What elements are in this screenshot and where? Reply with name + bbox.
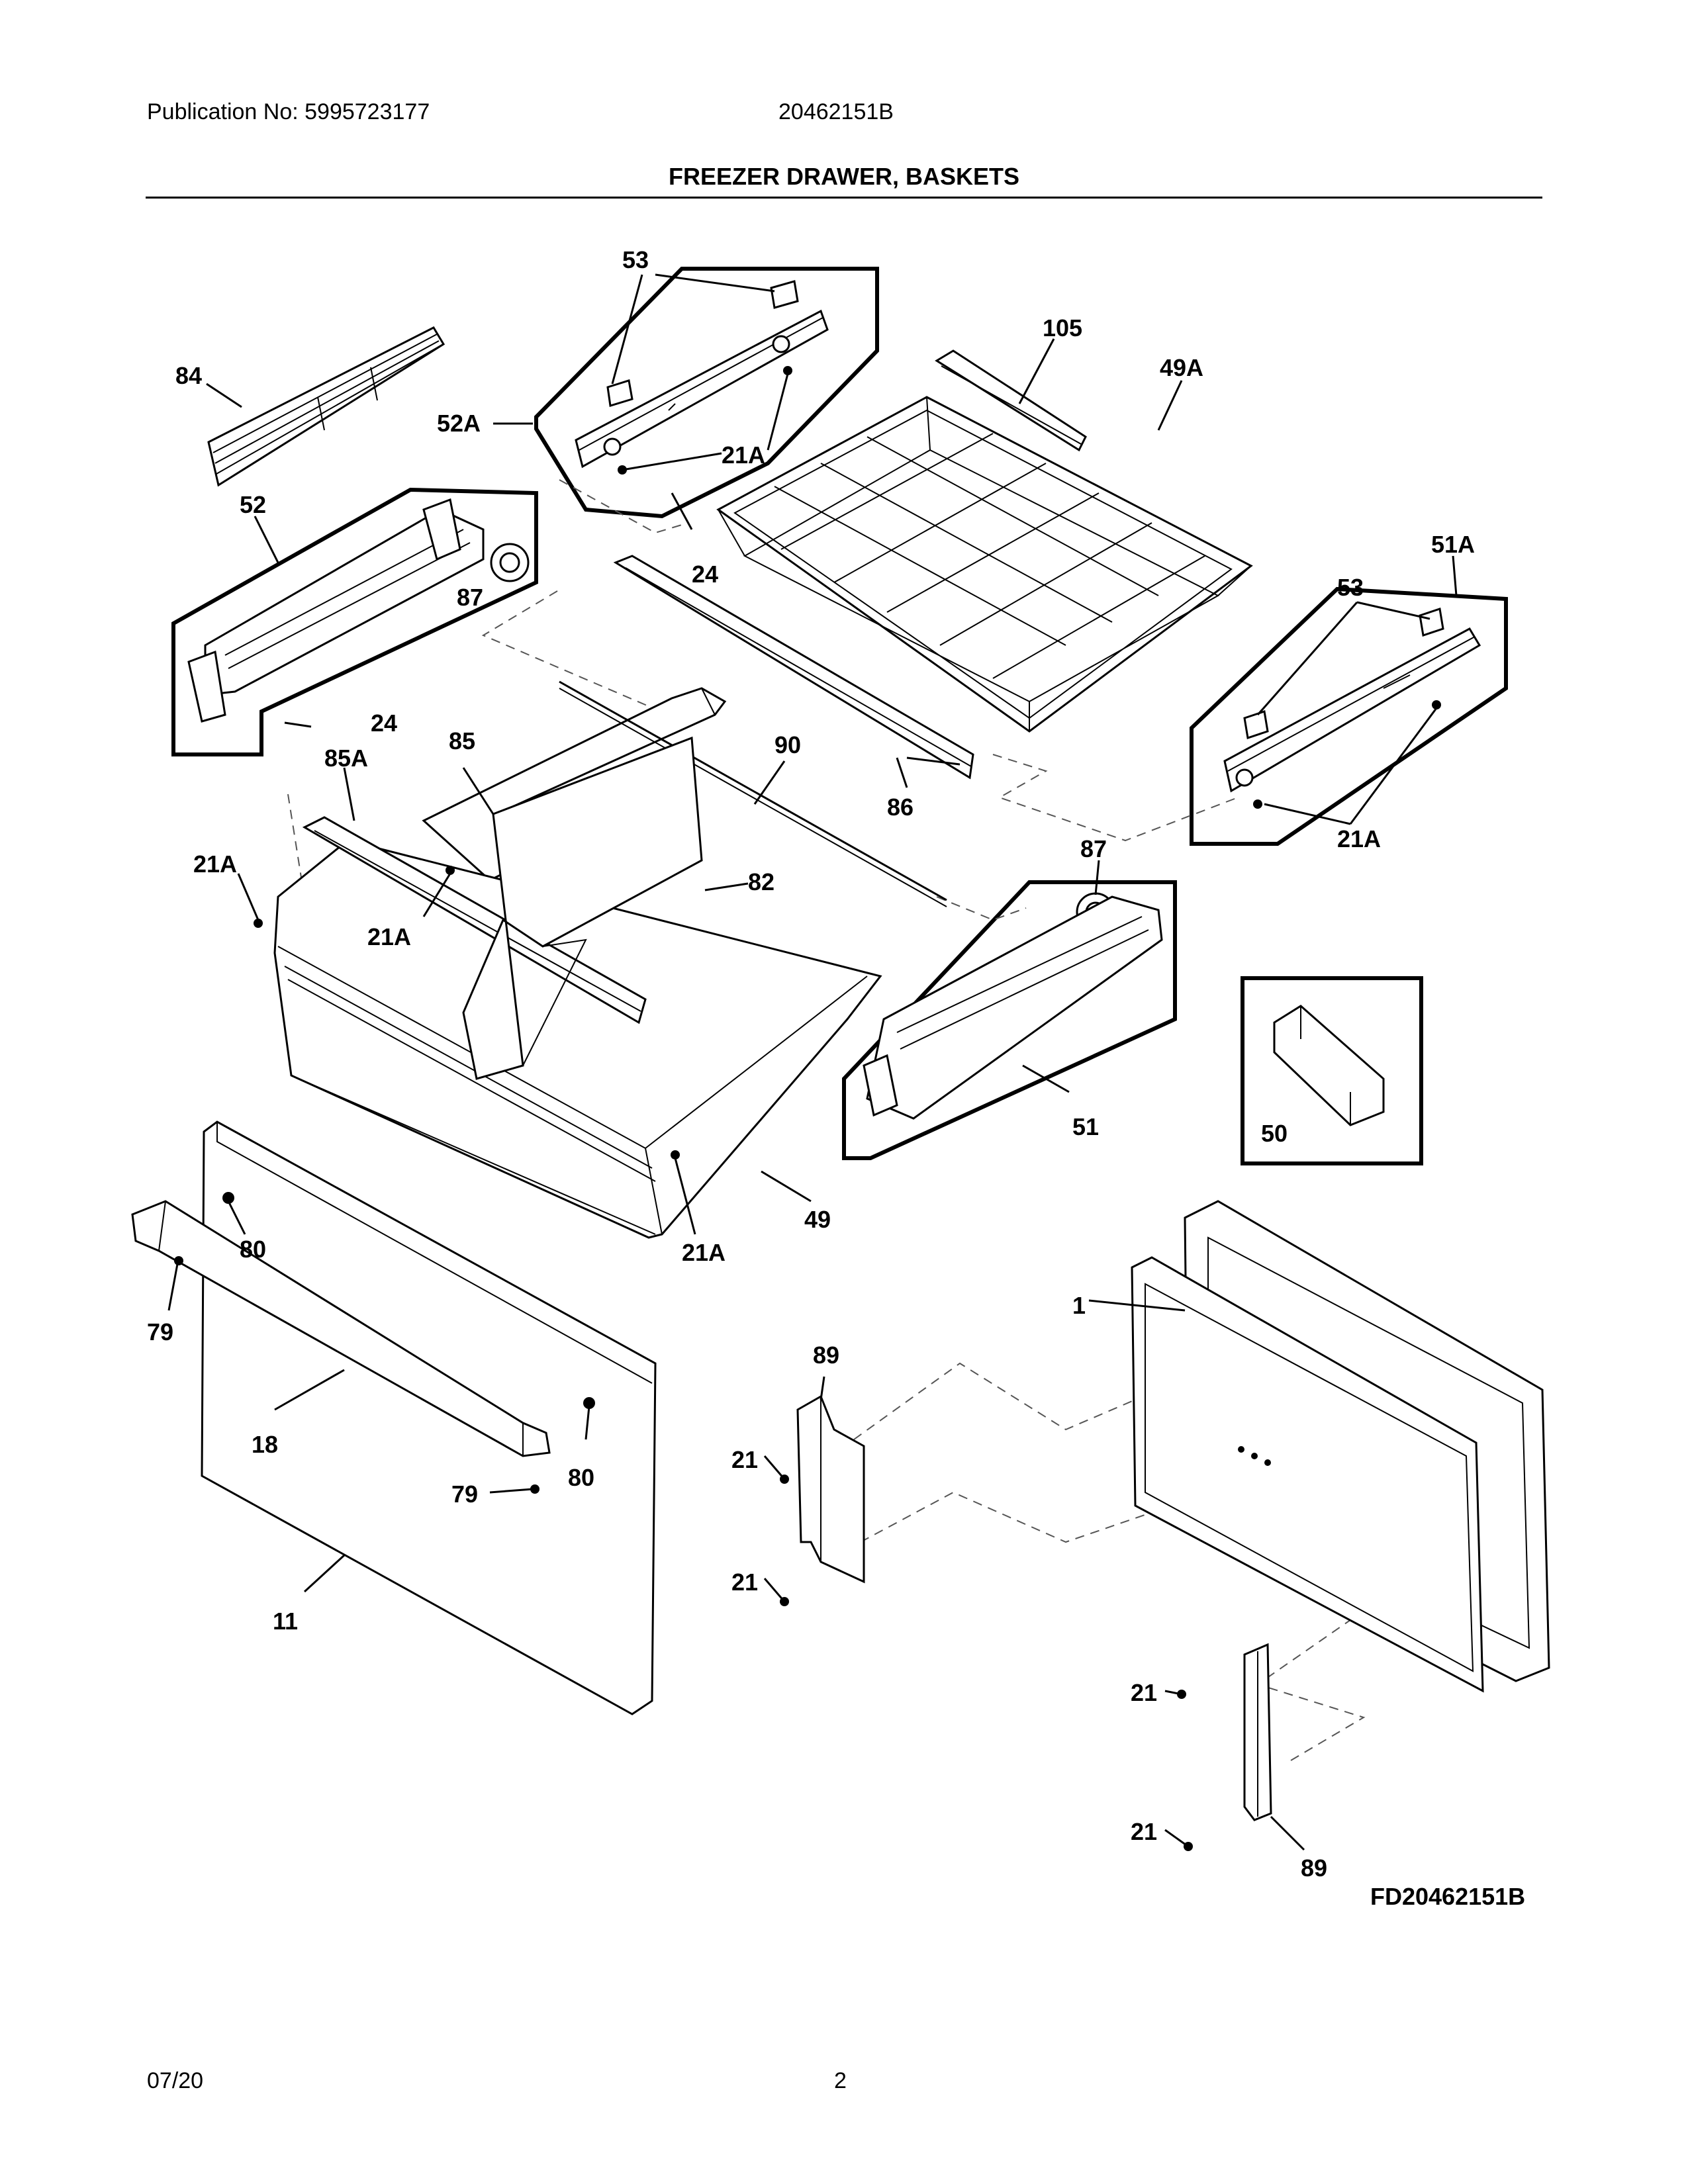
callout-90: 90: [774, 731, 801, 758]
alignment-line: [287, 794, 312, 940]
part-105-bar: [935, 349, 1087, 452]
callout-79: 79: [147, 1318, 173, 1345]
callout-80: 80: [568, 1464, 594, 1491]
alignment-line: [559, 479, 689, 534]
part-82-divider-basket: [462, 736, 703, 1080]
part-51A-right-rail: [1223, 608, 1481, 793]
alignment-line: [481, 590, 669, 715]
callout-85: 85: [449, 727, 475, 754]
publication-date: 07/20: [147, 2068, 204, 2093]
callout-21A: 21A: [682, 1239, 726, 1266]
group-box-51A: [1190, 586, 1508, 846]
callout-105: 105: [1043, 314, 1082, 341]
part-11-drawer-front: [201, 1120, 657, 1715]
part-49-freezer-basket: [273, 839, 882, 1239]
callout-49: 49: [804, 1206, 831, 1233]
callout-50: 50: [1261, 1120, 1288, 1147]
title-rule: [146, 197, 1542, 199]
callout-86: 86: [887, 794, 914, 821]
callout-85A: 85A: [324, 745, 368, 772]
page-title: FREEZER DRAWER, BASKETS: [668, 163, 1020, 190]
callout-21: 21: [1131, 1679, 1157, 1706]
leader-lines: [167, 273, 1458, 1851]
callout-1: 1: [1072, 1292, 1086, 1319]
group-box-52: [171, 487, 538, 756]
publication-number: Publication No: 5995723177: [147, 99, 430, 124]
part-84-grille: [207, 326, 445, 487]
callout-79: 79: [451, 1480, 478, 1508]
callout-21: 21: [1131, 1818, 1157, 1845]
callout-21A: 21A: [722, 441, 765, 469]
part-86-cross-bar: [613, 555, 974, 780]
callout-21A: 21A: [367, 923, 411, 950]
alignment-line: [853, 1362, 1159, 1440]
callout-51: 51: [1072, 1113, 1099, 1140]
part-18-handle: [131, 1200, 551, 1457]
callout-89: 89: [1301, 1854, 1327, 1882]
callout-21: 21: [731, 1446, 758, 1473]
alignment-line: [992, 754, 1239, 842]
callout-53: 53: [1337, 574, 1364, 601]
callout-87: 87: [457, 584, 483, 611]
callout-87: 87: [1080, 835, 1107, 862]
callout-49A: 49A: [1160, 354, 1203, 381]
callout-51A: 51A: [1431, 531, 1475, 558]
callout-18: 18: [252, 1431, 278, 1458]
callout-21A: 21A: [193, 850, 237, 878]
callout-84: 84: [175, 362, 202, 389]
callout-24: 24: [692, 561, 718, 588]
figure-id: FD20462151B: [1370, 1883, 1526, 1910]
part-52-left-slide: [187, 498, 485, 723]
callout-11: 11: [273, 1608, 298, 1635]
alignment-line: [936, 896, 1027, 921]
part-51-right-slide: [863, 895, 1163, 1120]
callout-52A: 52A: [437, 410, 481, 437]
group-box-51: [842, 880, 1177, 1160]
part-85A-front-bar: [302, 816, 647, 1024]
part-89-bracket-upper: [796, 1394, 865, 1584]
group-box-50: [1241, 976, 1423, 1165]
callout-24: 24: [371, 709, 397, 737]
callout-21: 21: [731, 1569, 758, 1596]
part-89-bracket-lower: [1243, 1643, 1272, 1821]
page-number: 2: [834, 2068, 847, 2093]
part-90-rod: [559, 680, 947, 907]
part-50-bracket: [1273, 1005, 1385, 1126]
part-52A-upper-rail: [575, 309, 829, 469]
alignment-line: [860, 1491, 1172, 1543]
callout-21A: 21A: [1337, 825, 1381, 852]
part-49A-wire-basket: [716, 396, 1253, 733]
model-number: 20462151B: [778, 99, 894, 124]
group-box-52A: [534, 267, 879, 519]
callout-80: 80: [240, 1236, 266, 1263]
callout-52: 52: [240, 491, 266, 518]
stop-block-icon: [606, 280, 799, 407]
callout-82: 82: [748, 868, 774, 895]
part-1-gasket-frame: [1131, 1200, 1550, 1693]
callout-53: 53: [622, 246, 649, 273]
callout-89: 89: [813, 1342, 839, 1369]
